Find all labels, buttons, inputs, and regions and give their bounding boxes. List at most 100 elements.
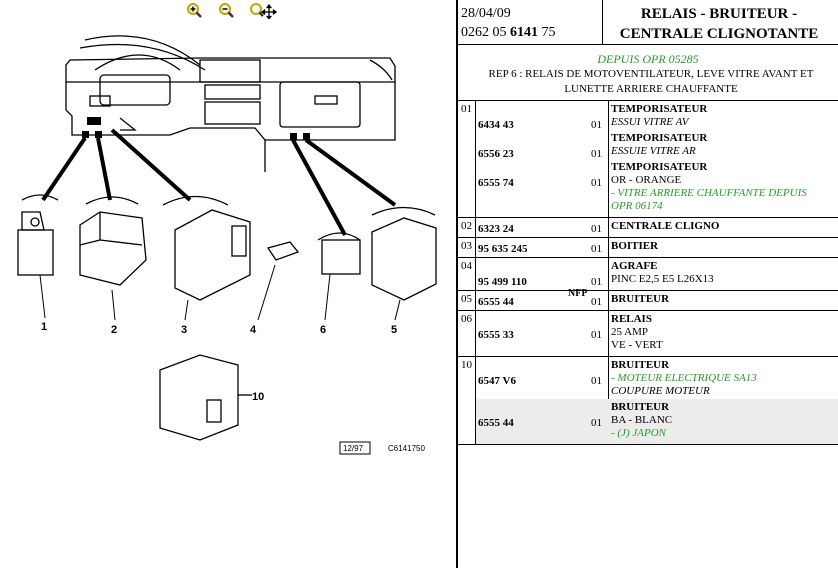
column-divider [475, 218, 476, 237]
part-title: AGRAFE [611, 260, 658, 272]
part-reference[interactable]: 6555 44 [478, 417, 514, 429]
diagram-ref-code: C6141750 [388, 444, 425, 453]
part-quantity: 01 [591, 296, 602, 308]
part-title: BRUITEUR [611, 359, 670, 371]
part-quantity: 01 [591, 223, 602, 235]
callout-lines [39, 264, 401, 321]
part-title: TEMPORISATEUR [611, 132, 708, 144]
part-reference[interactable]: 6323 24 [478, 223, 514, 235]
callout-2: 2 [111, 324, 117, 336]
diagram-toolbar [0, 0, 456, 22]
part-reference[interactable]: 6434 43 [478, 119, 514, 131]
column-divider [608, 101, 609, 217]
row-index: 10 [461, 359, 472, 371]
part-title: BRUITEUR [611, 401, 670, 413]
component-outlines [17, 194, 437, 441]
relay-location-diagram: 1 2 3 4 6 5 10 12/97 C6141750 [17, 35, 437, 455]
column-divider [475, 357, 476, 444]
column-divider [608, 258, 609, 290]
table-row[interactable]: 03 95 635 245 01 BOITIER [458, 238, 838, 258]
part-detail: VE - VERT [611, 339, 663, 351]
part-title: RELAIS [611, 313, 652, 325]
part-detail: COUPURE MOTEUR [611, 385, 710, 397]
callout-4: 4 [250, 324, 257, 336]
part-quantity: 01 [591, 375, 602, 387]
part-detail: PINC E2,5 E5 L26X13 [611, 273, 714, 285]
part-detail: 25 AMP [611, 326, 648, 338]
zoom-in-icon[interactable] [186, 3, 204, 19]
column-divider [608, 291, 609, 310]
panel-divider [456, 0, 458, 568]
column-divider [608, 218, 609, 237]
part-reference[interactable]: 6555 44 [478, 296, 514, 308]
doc-date: 28/04/09 [461, 6, 511, 21]
row-index: 05 [461, 293, 472, 305]
column-divider [475, 291, 476, 310]
part-title: CENTRALE CLIGNO [611, 220, 720, 232]
zoom-out-icon[interactable] [218, 3, 236, 19]
row-index: 01 [461, 103, 472, 115]
part-detail: ESSUIE VITRE AR [611, 145, 696, 157]
part-reference[interactable]: 6555 74 [478, 177, 514, 189]
header-separator [602, 0, 603, 44]
part-quantity: 01 [591, 276, 602, 288]
row-index: 04 [461, 260, 472, 272]
pan-icon[interactable] [249, 3, 278, 21]
parts-table-panel: 28/04/09 0262 05 6141 75 RELAIS - BRUITE… [458, 0, 838, 568]
column-divider [475, 258, 476, 290]
rep-note: REP 6 : RELAIS DE MOTOVENTILATEUR, LEVE … [488, 68, 814, 95]
part-quantity: 01 [591, 243, 602, 255]
part-description: BRUITEUR [611, 293, 669, 306]
part-detail: - (J) JAPON [611, 427, 666, 439]
part-detail: - MOTEUR ELECTRIQUE SA13 [611, 372, 757, 384]
subheader-divider [458, 100, 838, 101]
part-detail: OPR 06174 [611, 200, 663, 212]
location-markers [82, 117, 310, 140]
column-divider [475, 238, 476, 257]
table-row[interactable]: 05 6555 44 01 BRUITEUR [458, 291, 838, 311]
part-reference[interactable]: 95 635 245 [478, 243, 528, 255]
part-reference[interactable]: 6556 23 [478, 148, 514, 160]
part-reference[interactable]: 6547 V6 [478, 375, 516, 387]
dashboard-drawing [65, 35, 396, 172]
row-index: 06 [461, 313, 472, 325]
column-divider [475, 101, 476, 217]
header-divider [458, 44, 838, 45]
part-quantity: 01 [591, 177, 602, 189]
column-divider [475, 311, 476, 356]
part-quantity: 01 [591, 329, 602, 341]
part-title: BOITIER [611, 240, 659, 252]
part-reference[interactable]: 95 499 110 [478, 276, 527, 288]
callout-1: 1 [41, 321, 47, 333]
part-title: TEMPORISATEUR [611, 103, 708, 115]
part-reference[interactable]: 6555 33 [478, 329, 514, 341]
part-detail: OR - ORANGE [611, 174, 682, 186]
row-highlight [476, 399, 838, 444]
table-row[interactable]: 02 6323 24 01 CENTRALE CLIGNO [458, 218, 838, 238]
row-index: 02 [461, 220, 472, 232]
column-divider [608, 238, 609, 257]
part-detail: BA - BLANC [611, 414, 673, 426]
diagram-date-box: 12/97 [343, 444, 364, 453]
callout-6: 6 [320, 324, 326, 336]
part-quantity: 01 [591, 119, 602, 131]
part-quantity: 01 [591, 417, 602, 429]
part-detail: ESSUI VITRE AV [611, 116, 689, 128]
part-quantity: 01 [591, 148, 602, 160]
row-index: 03 [461, 240, 472, 252]
part-description: BOITIER [611, 240, 658, 253]
doc-code: 0262 05 6141 75 [461, 25, 556, 40]
page-title: RELAIS - BRUITEUR - CENTRALE CLIGNOTANTE [619, 6, 819, 42]
column-divider [608, 311, 609, 356]
part-description: CENTRALE CLIGNO [611, 220, 720, 233]
